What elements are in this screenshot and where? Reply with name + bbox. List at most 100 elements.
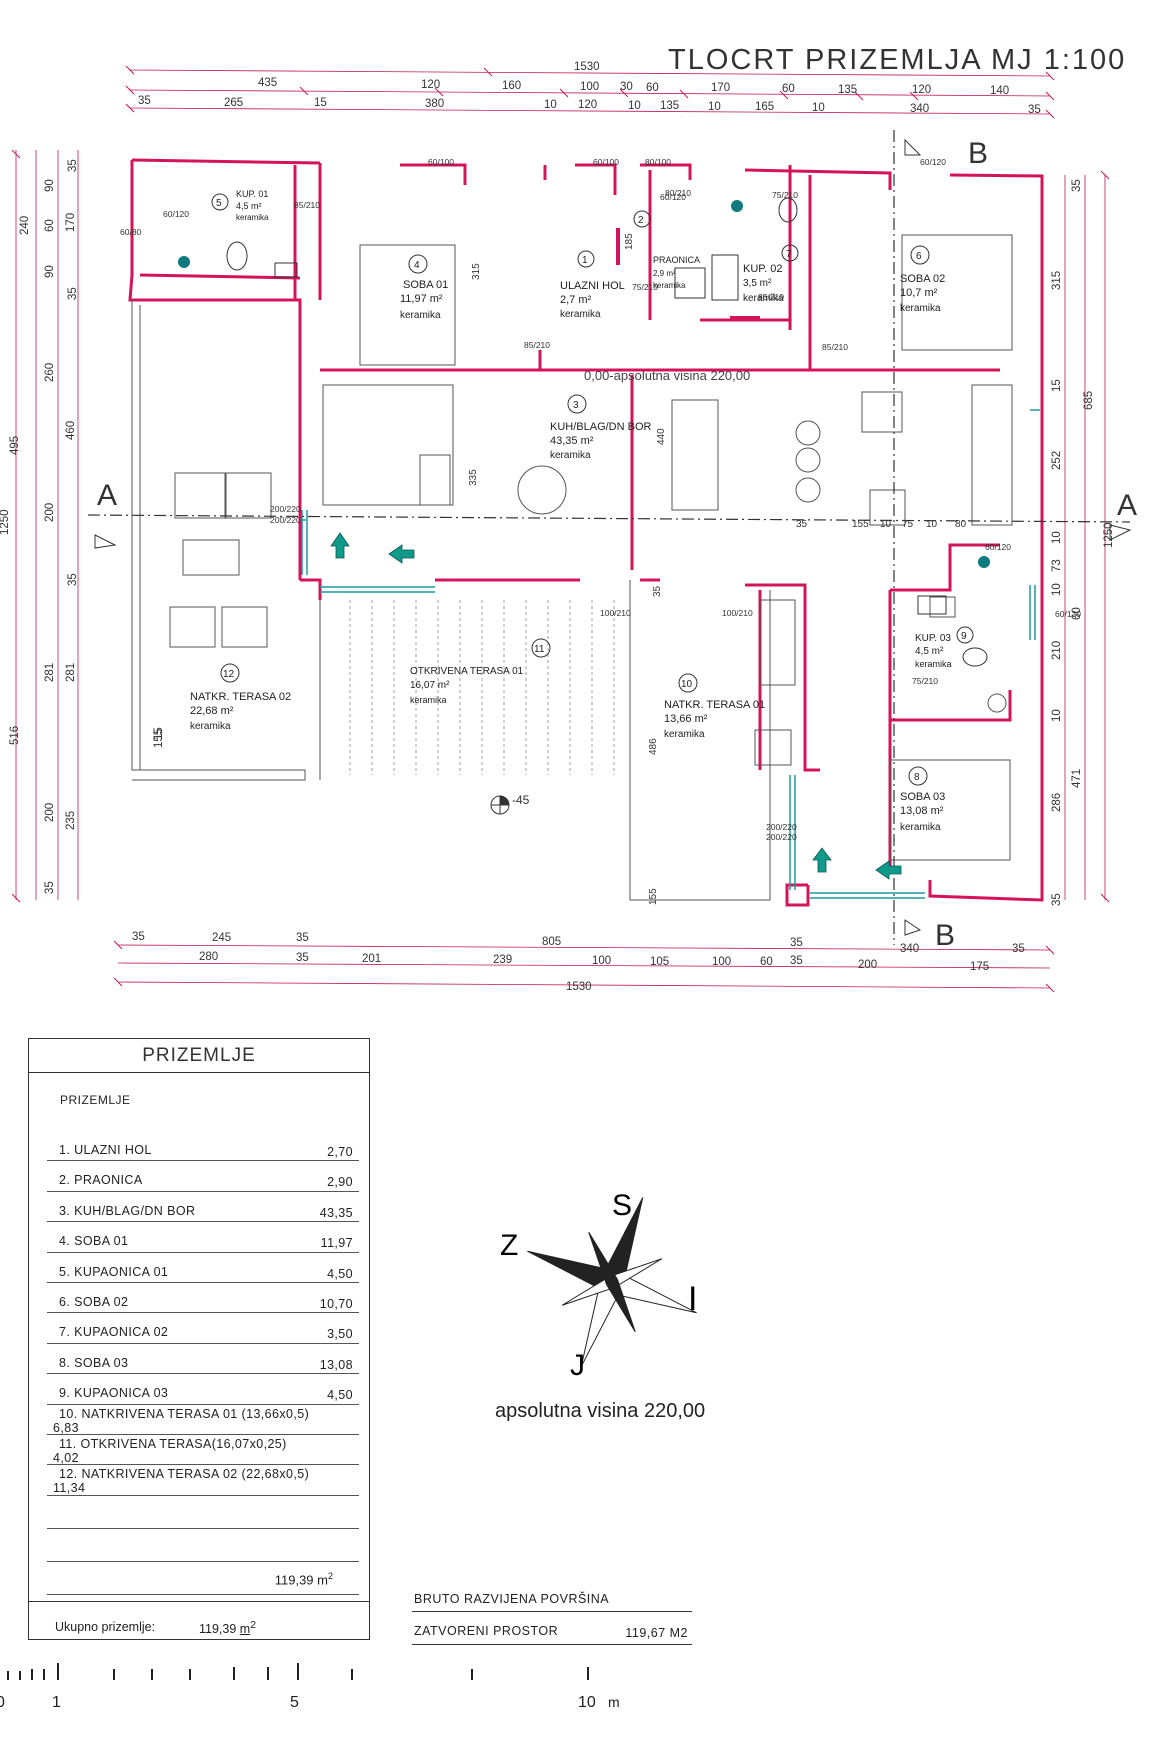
room-area: 16,07 m² [410,680,450,691]
dim-b2-35: 35 [296,952,309,964]
legend-row-name: 3. KUH/BLAG/DN BOR [59,1203,196,1218]
dim-ri-10c: 10 [1051,709,1063,722]
room-name: KUH/BLAG/DN BOR [550,421,652,433]
dim-li2-170: 170 [65,213,77,232]
dim-r-1250: 1250 [1103,522,1115,548]
door-label: 100/210 [722,608,753,618]
room-name: KUP. 02 [743,263,783,275]
dim-top-135: 135 [838,84,857,96]
dim-li-90: 90 [44,179,56,192]
dim-r3-10b: 10 [628,100,641,112]
compass-west-label: Z [500,1229,518,1262]
section-b-top: B [968,137,988,170]
dim-top-435: 435 [258,77,277,89]
scale-label-5: 5 [290,1694,299,1711]
dim-b2-280: 280 [199,951,218,963]
legend-row-name: 12. NATKRIVENA TERASA 02 (22,68x0,5) [59,1467,310,1482]
dim-li-200: 200 [44,503,56,522]
room-area: 11,97 m² [400,293,443,305]
dim-r3-10d: 10 [812,102,825,114]
room-name: KUP. 03 [915,633,951,644]
room-floor: keramika [410,695,447,705]
plan-title: TLOCRT PRIZEMLJA MJ 1:100 [668,44,1127,76]
dim-li-15: 15 [153,727,165,740]
dim-interior: 10 [880,519,892,530]
legend-total-value: 119,39 m [274,1572,328,1588]
terrace-level: -45 [512,793,530,807]
north-compass: S J Z I [500,1189,697,1382]
section-a-right: A [1117,489,1137,522]
door-label: 85/210 [294,200,320,210]
section-lines [87,130,1131,945]
dim-b1-805: 805 [542,936,561,948]
room-4: 4 SOBA 01 11,97 m² keramika [400,254,448,321]
dim-ri-15: 15 [1051,379,1063,392]
room-3: 3 KUH/BLAG/DN BOR 43,35 m² keramika [550,394,652,461]
dim-interior: 80 [955,519,967,530]
door-label: 200/220 [270,504,301,514]
door-label: 60/120 [163,209,189,219]
legend-row-value: 3,50 [327,1327,353,1342]
scale-label-0: 0 [0,1694,5,1711]
room-area: 13,66 m² [664,713,708,725]
door-label: 85/210 [758,292,784,302]
legend-row-value: 4,50 [327,1266,353,1281]
room-6: 6 SOBA 02 10,7 m² keramika [900,245,945,314]
windows [300,409,1040,899]
legend-header: PRIZEMLJE [29,1039,369,1073]
dim-top-120: 120 [421,79,440,91]
legend-row-name: 8. SOBA 03 [59,1355,129,1370]
room-floor: keramika [550,450,591,461]
dim-l-516: 516 [9,726,21,745]
room-number: 8 [914,772,920,783]
dim-l-495: 495 [9,436,21,455]
room-area: 4,5 m² [915,646,944,657]
section-arrows [94,138,1132,936]
room-10: 10 NATKR. TERASA 01 13,66 m² keramika [664,673,765,740]
legend-row-name: 10. NATKRIVENA TERASA 01 (13,66x0,5) [59,1406,310,1421]
gross-area-label: ZATVORENI PROSTOR [414,1624,559,1638]
walls [128,158,1044,907]
footer-value: 119,39 [199,1622,237,1637]
dim-b1-35d: 35 [1012,943,1025,955]
door-label: 60/120 [660,192,686,202]
legend-row-value: 11,34 [53,1481,86,1496]
room-number: 5 [216,198,222,209]
built-in-details [616,228,760,320]
door-label: 60/120 [985,542,1011,552]
entry-arrows [330,532,902,880]
legend-total-sup: 2 [327,1571,333,1581]
dim-top-30: 30 [620,81,633,93]
room-floor: keramika [560,309,601,320]
footer-unit: m [239,1622,251,1637]
dim-interior: 155 [852,519,869,530]
gross-area-table: BRUTO RAZVIJENA POVRŠINA ZATVORENI PROST… [412,1586,692,1645]
dim-interior: 335 [468,469,479,486]
arrow-up-icon [330,532,350,559]
room-floor: keramika [236,213,269,222]
dim-li-281: 281 [44,663,56,682]
dim-r3-165: 165 [755,101,774,113]
dim-ri-286: 286 [1051,793,1063,812]
dim-r3-15: 15 [314,97,327,109]
dim-top-160: 160 [502,80,521,92]
legend-row-name: 6. SOBA 02 [59,1294,129,1309]
room-12: 12 NATKR. TERASA 02 22,68 m² keramika [190,663,291,732]
legend-row-value: 4,50 [327,1388,353,1403]
door-label: 60/80 [120,227,142,237]
door-label: 200/220 [270,515,301,525]
legend-row-value: 4,02 [53,1450,79,1465]
dim-b2-60: 60 [760,956,773,968]
room-name: KUP. 01 [236,189,268,199]
scale-unit: m [608,1694,620,1710]
room-8: 8 SOBA 03 13,08 m² keramika [900,766,945,833]
scale-label-10: 10 [578,1694,596,1711]
dim-r3-265: 265 [224,97,243,109]
dimension-lines [15,69,1106,989]
dim-ri-35b: 35 [1051,893,1063,906]
sanitary-fixtures [178,197,990,667]
dim-li2-281: 281 [65,663,77,682]
